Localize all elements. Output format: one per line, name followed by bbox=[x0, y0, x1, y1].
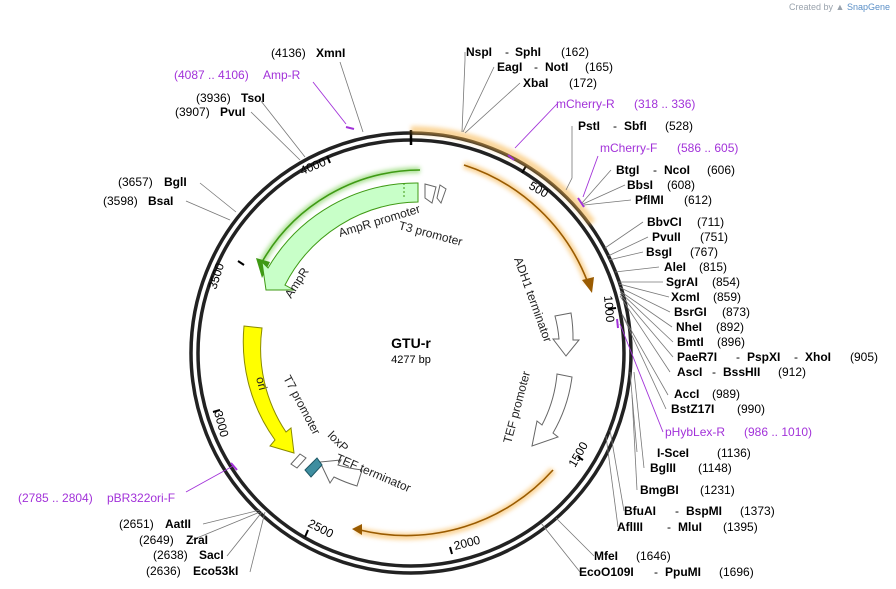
enzyme-label-bsai: (3598) BsaI bbox=[103, 194, 173, 208]
primer-label-mcherry-r: mCherry-R (318 .. 336) bbox=[556, 97, 695, 111]
enzyme-label-iscei: I-SceI (1136) bbox=[657, 446, 751, 460]
tick-label: 1000 bbox=[601, 295, 617, 323]
t3-promoter-label: T3 promoter bbox=[397, 218, 464, 248]
tick-label: 1500 bbox=[565, 439, 591, 469]
enzyme-label-pvui: (3907) PvuI bbox=[175, 105, 245, 119]
bottom-arc bbox=[359, 469, 554, 537]
enzyme-label-acci: AccI (989) bbox=[674, 387, 740, 401]
enzyme-label-sgrai: SgrAI (854) bbox=[666, 275, 740, 289]
primer-marks bbox=[230, 126, 619, 471]
enzyme-label-tsoi: (3936) TsoI bbox=[196, 91, 265, 105]
enzyme-label-ecoo109i-ppumi: EcoO109I - PpuMI (1696) bbox=[579, 565, 754, 579]
t7-promoter-label: T7 promoter bbox=[280, 373, 323, 437]
enzyme-label-nhei: NheI (892) bbox=[676, 320, 744, 334]
ampr-feature bbox=[256, 167, 447, 291]
enzyme-label-btgi-ncoi: BtgI - NcoI (606) bbox=[616, 163, 735, 177]
loxp-arrow bbox=[304, 457, 323, 478]
ori-feature bbox=[242, 325, 295, 454]
adh1-terminator-arrow bbox=[551, 312, 581, 357]
enzyme-label-xbai: XbaI (172) bbox=[523, 76, 597, 90]
enzyme-label-zrai: (2649) ZraI bbox=[139, 533, 208, 547]
tef-promoter-label: TEF promoter bbox=[500, 370, 533, 445]
map-name: GTU-r bbox=[391, 335, 431, 351]
outer-features bbox=[352, 126, 596, 540]
primer-label-phyblex-r: pHybLex-R (986 .. 1010) bbox=[665, 425, 812, 439]
enzyme-label-alei: AleI (815) bbox=[664, 260, 727, 274]
enzyme-label-pflmi: PflMI (612) bbox=[635, 193, 712, 207]
enzyme-label-bsgi: BsgI (767) bbox=[646, 245, 718, 259]
ori-label: ori bbox=[253, 375, 270, 392]
enzyme-label-bglii: BglII (1148) bbox=[650, 461, 732, 475]
enzyme-label-bsrgi: BsrGI (873) bbox=[674, 305, 750, 319]
enzyme-label-mfei: MfeI (1646) bbox=[594, 549, 671, 563]
primer-labels: (4087 .. 4106) Amp-R mCherry-R (318 .. 3… bbox=[18, 68, 812, 505]
enzyme-label-bstz17i: BstZ17I (990) bbox=[671, 402, 765, 416]
primer-label-mcherry-f: mCherry-F (586 .. 605) bbox=[600, 141, 738, 155]
tick-label: 2500 bbox=[306, 516, 336, 541]
left-enzyme-labels: (4136) XmnI (3936) TsoI (3907) PvuI (365… bbox=[103, 46, 345, 578]
credit-prefix: Created by bbox=[788, 2, 833, 12]
snapgene-logo-icon: ▲ bbox=[835, 2, 845, 12]
snapgene-credit: Created by ▲ SnapGene bbox=[789, 2, 890, 12]
enzyme-label-xcmi: XcmI (859) bbox=[671, 290, 741, 304]
enzyme-label-eco53ki: (2636) Eco53kI bbox=[146, 564, 238, 578]
adh1-arrowhead bbox=[582, 277, 594, 293]
enzyme-label-aatii: (2651) AatII bbox=[119, 517, 191, 531]
enzyme-label-pvuii: PvuII (751) bbox=[652, 230, 728, 244]
enzyme-label-saci: (2638) SacI bbox=[153, 548, 224, 562]
enzyme-label-xmni: (4136) XmnI bbox=[271, 46, 345, 60]
loxp-label: loxP bbox=[325, 428, 351, 454]
primer-label-amp-r: (4087 .. 4106) Amp-R bbox=[174, 68, 301, 82]
enzyme-label-asci-bsshii: AscI - BssHII (912) bbox=[677, 365, 806, 379]
right-enzyme-labels: NspI - SphI (162) EagI - NotI (165) XbaI… bbox=[466, 45, 878, 579]
enzyme-label-bgli: (3657) BglI bbox=[118, 175, 187, 189]
ampr-promoter-arrow bbox=[424, 183, 437, 204]
tick-label: 4000 bbox=[298, 155, 328, 178]
ampr-arrow bbox=[261, 182, 419, 291]
enzyme-label-bmgbi: BmgBI (1231) bbox=[640, 483, 735, 497]
enzyme-label-bbsi: BbsI (608) bbox=[627, 178, 695, 192]
adh1-arc bbox=[463, 164, 589, 284]
tef-terminator-arrow bbox=[319, 459, 363, 487]
leader-lines bbox=[185, 52, 674, 573]
enzyme-label-bbvci: BbvCI (711) bbox=[647, 215, 724, 229]
enzyme-label-eagi-noti: EagI - NotI (165) bbox=[497, 60, 613, 74]
bottom-arrowhead bbox=[352, 524, 362, 535]
map-center: GTU-r 4277 bp bbox=[391, 335, 431, 366]
tick-label: 3000 bbox=[211, 409, 232, 439]
primer-label-pbr322ori-f: (2785 .. 2804) pBR322ori-F bbox=[18, 491, 175, 505]
map-length: 4277 bp bbox=[391, 354, 431, 366]
tick-label: 2000 bbox=[452, 533, 482, 553]
enzyme-label-bmti: BmtI (896) bbox=[677, 335, 745, 349]
enzyme-label-psti-sbfi: PstI - SbfI (528) bbox=[578, 119, 693, 133]
enzyme-label-paer7i: PaeR7I - PspXI - XhoI (905) bbox=[677, 350, 878, 364]
enzyme-label-afliii-mlui: AflIII - MluI (1395) bbox=[617, 520, 758, 534]
t3-promoter-arrow bbox=[436, 184, 447, 205]
primer-leader-lines bbox=[185, 81, 664, 493]
enzyme-label-bfuai-bspmi: BfuAI - BspMI (1373) bbox=[624, 504, 775, 518]
adh1-terminator-label: ADH1 terminator bbox=[511, 255, 555, 344]
inner-arrows bbox=[290, 312, 581, 487]
t7-promoter-arrow bbox=[290, 453, 307, 469]
tick-marks bbox=[212, 155, 617, 555]
tef-promoter-arrow bbox=[531, 373, 573, 447]
credit-brand: SnapGene bbox=[846, 2, 890, 12]
enzyme-label-nspi-sphi: NspI - SphI (162) bbox=[466, 45, 589, 59]
